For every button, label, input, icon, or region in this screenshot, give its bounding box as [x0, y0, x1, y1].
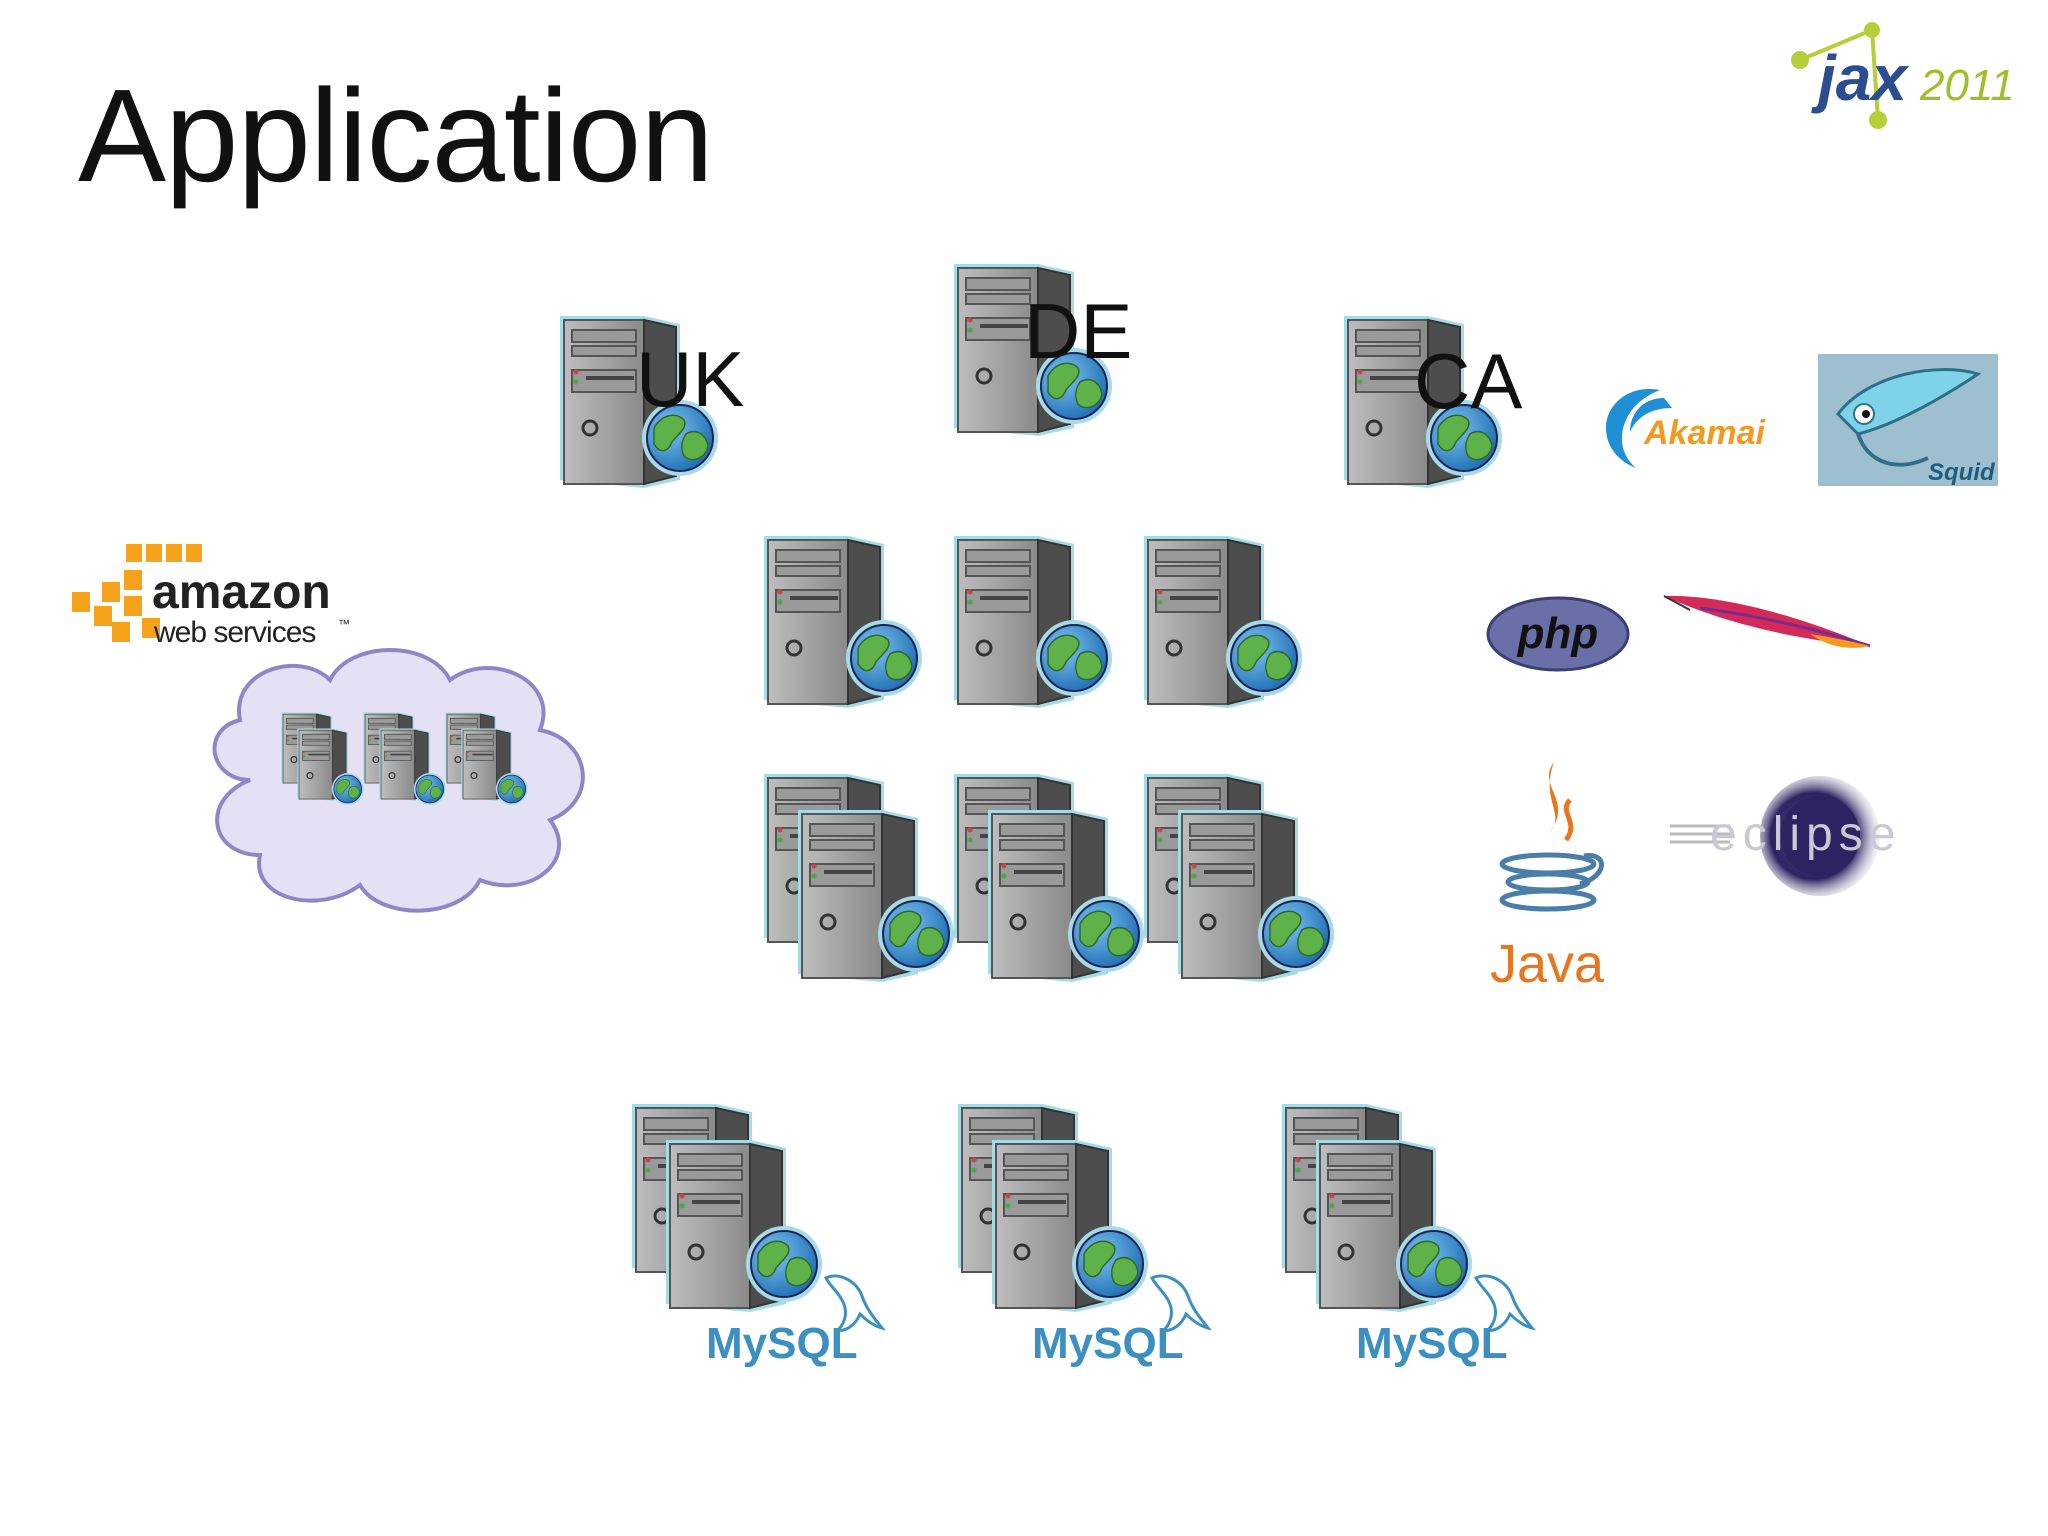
aws-cloud [190, 630, 610, 925]
server-icon [946, 530, 1126, 710]
java-cup-icon [1499, 762, 1604, 912]
server-icon [1136, 768, 1346, 988]
apache-logo [1660, 586, 1880, 671]
jax-logo-brand: jax [1811, 42, 1909, 114]
slide-title: Application [78, 62, 714, 209]
php-logo: php [1484, 592, 1634, 681]
eclipse-label: eclipse [1710, 808, 1901, 861]
app-server-pair-3 [1136, 768, 1346, 993]
feather-icon [1663, 595, 1871, 648]
mysql-label: MySQL [706, 1319, 858, 1368]
region-label-ca: CA [1414, 337, 1523, 425]
dolphin-icon [823, 1274, 886, 1332]
java-label: Java [1490, 934, 1605, 994]
squid-label: Squid [1928, 459, 1996, 486]
mysql-logo-3: MySQL [1356, 1268, 1556, 1383]
app-server-pair-1 [756, 768, 966, 993]
aws-logo: amazon web services ™ [62, 540, 382, 655]
web-server-3 [1136, 530, 1316, 715]
aws-line1: amazon [152, 566, 331, 619]
server-icon [1136, 530, 1316, 710]
region-label-de: DE [1024, 287, 1133, 375]
jax-logo-icon: jax 2011 [1791, 22, 2015, 129]
php-label: php [1517, 609, 1599, 658]
region-label-uk: UK [636, 335, 745, 423]
akamai-label: Akamai [1643, 414, 1767, 452]
squid-logo: Squid [1818, 354, 1998, 491]
jax-logo: jax 2011 [1780, 22, 2020, 137]
dolphin-icon [1473, 1274, 1536, 1332]
squid-icon: Squid [1818, 354, 1998, 486]
cloud-icon [212, 648, 585, 913]
akamai-logo: Akamai [1600, 376, 1800, 481]
mysql-label: MySQL [1032, 1319, 1184, 1368]
mysql-logo-2: MySQL [1032, 1268, 1232, 1383]
server-icon [946, 768, 1156, 988]
mysql-logo-1: MySQL [706, 1268, 906, 1383]
dolphin-icon [1149, 1274, 1212, 1332]
app-server-pair-2 [946, 768, 1156, 993]
mysql-label: MySQL [1356, 1319, 1508, 1368]
akamai-swoosh-icon [1606, 388, 1660, 468]
jax-logo-year: 2011 [1919, 61, 2015, 110]
java-logo: Java [1480, 756, 1620, 1001]
server-icon [756, 530, 936, 710]
web-server-1 [756, 530, 936, 715]
aws-cubes-icon [72, 544, 202, 642]
server-icon [756, 768, 966, 988]
aws-tm: ™ [338, 617, 350, 631]
web-server-2 [946, 530, 1126, 715]
aws-line2: web services [153, 616, 315, 649]
eclipse-logo: eclipse [1670, 770, 1930, 905]
